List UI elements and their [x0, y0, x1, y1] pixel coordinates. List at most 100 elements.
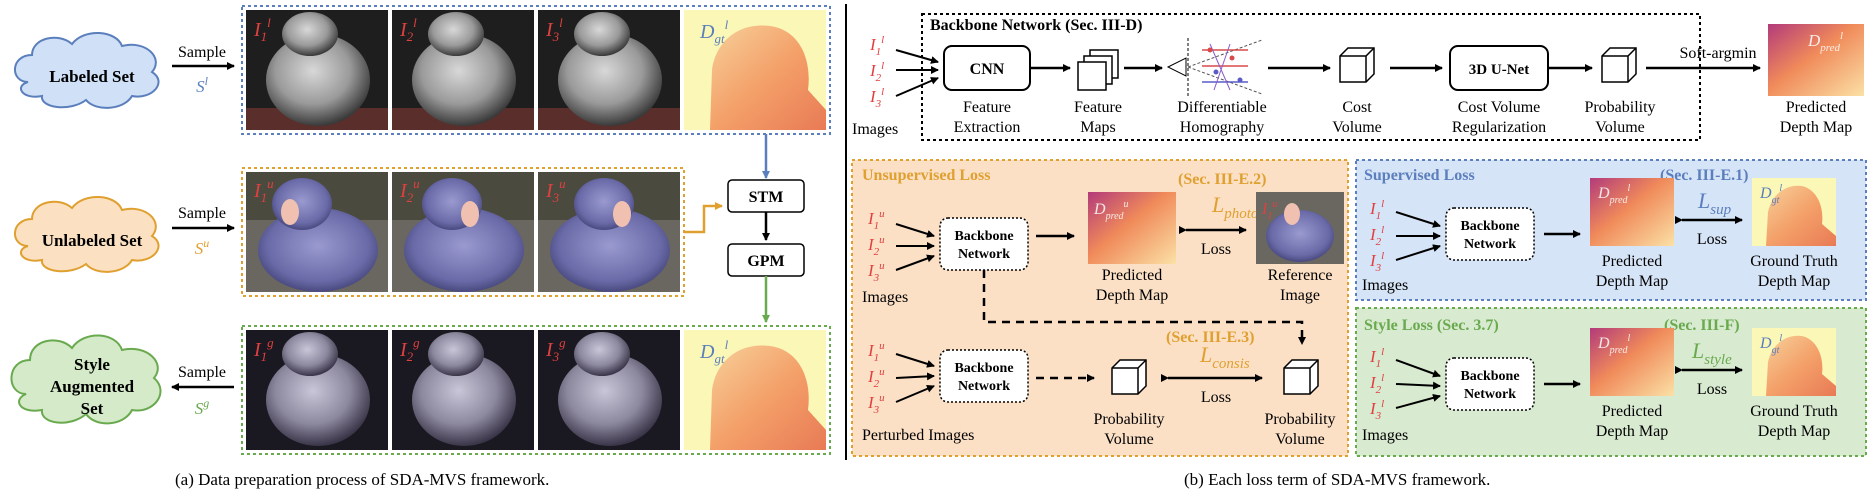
- svg-text:Depth Map: Depth Map: [1758, 423, 1830, 440]
- svg-text:Depth Map: Depth Map: [1780, 119, 1852, 136]
- svg-text:(Sec. III-E.2): (Sec. III-E.2): [1178, 171, 1266, 188]
- svg-text:Sg: Sg: [195, 396, 210, 418]
- svg-text:Images: Images: [1362, 427, 1408, 444]
- svg-text:Probability: Probability: [1093, 411, 1164, 428]
- svg-text:Predicted: Predicted: [1102, 267, 1162, 284]
- svg-text:Predicted: Predicted: [1602, 253, 1662, 270]
- backbone-network-box: Backbone Network (Sec. III-D) I1l I2l I3…: [852, 13, 1701, 141]
- svg-text:I1u: I1u: [867, 340, 885, 364]
- svg-text:Volume: Volume: [1104, 431, 1153, 448]
- svg-text:I2u: I2u: [867, 366, 885, 390]
- svg-text:Regularization: Regularization: [1452, 119, 1546, 136]
- svg-text:Images: Images: [852, 121, 898, 138]
- svg-text:Predicted: Predicted: [1786, 99, 1846, 116]
- svg-text:Maps: Maps: [1080, 119, 1116, 136]
- svg-text:Sample: Sample: [178, 364, 226, 381]
- svg-text:I1l: I1l: [869, 34, 884, 58]
- svg-text:Probability: Probability: [1264, 411, 1335, 428]
- svg-text:I3l: I3l: [1369, 398, 1384, 422]
- labeled-set-label: Labeled Set: [49, 67, 135, 86]
- svg-text:Dpredl: Dpredl: [1597, 333, 1631, 356]
- svg-text:Images: Images: [1362, 277, 1408, 294]
- gt-depth-style: Dgtl: [1752, 328, 1836, 396]
- style-image-3: [538, 330, 680, 450]
- unsupervised-loss-panel: Unsupervised Loss (Sec. III-E.2) I1u I2u…: [851, 159, 1349, 457]
- svg-text:Depth Map: Depth Map: [1596, 273, 1668, 290]
- svg-text:Sample: Sample: [178, 205, 226, 222]
- svg-text:Probability: Probability: [1584, 99, 1655, 116]
- svg-text:Sample: Sample: [178, 44, 226, 61]
- svg-text:Backbone: Backbone: [954, 229, 1013, 244]
- svg-text:Network: Network: [958, 379, 1010, 394]
- svg-text:Loss: Loss: [1201, 241, 1231, 258]
- svg-text:I2l: I2l: [399, 15, 417, 44]
- svg-text:I1u: I1u: [1261, 199, 1277, 222]
- unlabeled-image-3: [538, 172, 680, 292]
- svg-text:Cost Volume: Cost Volume: [1458, 99, 1541, 116]
- svg-text:(Sec. III-E.3): (Sec. III-E.3): [1166, 329, 1254, 346]
- svg-text:I3l: I3l: [1369, 250, 1384, 274]
- svg-text:Depth Map: Depth Map: [1758, 273, 1830, 290]
- svg-text:GPM: GPM: [747, 253, 784, 270]
- svg-text:I1l: I1l: [1369, 346, 1384, 370]
- svg-text:Network: Network: [1464, 387, 1516, 402]
- labeled-set-cloud: Labeled Set: [14, 31, 160, 109]
- svg-text:I2g: I2g: [399, 335, 420, 364]
- svg-text:Homography: Homography: [1180, 119, 1264, 136]
- unlabeled-image-1: [246, 172, 388, 292]
- svg-text:Ground Truth: Ground Truth: [1750, 253, 1838, 270]
- svg-text:Dgtl: Dgtl: [1759, 183, 1782, 206]
- svg-text:Feature: Feature: [1074, 99, 1122, 116]
- svg-text:Depth Map: Depth Map: [1596, 423, 1668, 440]
- style-set-line-3: Set: [81, 399, 104, 418]
- labeled-depth-gt: [684, 10, 826, 130]
- svg-text:(Sec. III-E.1): (Sec. III-E.1): [1660, 167, 1748, 184]
- svg-text:Loss: Loss: [1201, 389, 1231, 406]
- caption-a: (a) Data preparation process of SDA-MVS …: [175, 470, 549, 489]
- svg-text:Depth Map: Depth Map: [1096, 287, 1168, 304]
- svg-text:Lconsis: Lconsis: [1199, 342, 1250, 372]
- svg-text:Differentiable: Differentiable: [1177, 99, 1266, 116]
- probability-volume-icon: [1601, 47, 1637, 83]
- svg-text:I2l: I2l: [1369, 372, 1384, 396]
- prob-volume-perturbed-icon: [1111, 359, 1147, 395]
- supervised-loss-panel: Supervised Loss (Sec. III-E.1) I1l I2l I…: [1355, 159, 1867, 301]
- svg-text:Unsupervised Loss: Unsupervised Loss: [862, 167, 990, 184]
- svg-text:Backbone: Backbone: [1460, 219, 1519, 234]
- predicted-depth-top: Dpredl Predicted Depth Map: [1768, 24, 1864, 136]
- svg-text:Images: Images: [862, 289, 908, 306]
- unlabeled-set-cloud: Unlabeled Set: [14, 195, 160, 273]
- style-loss-panel: Style Loss (Sec. 3.7) (Sec. III-F) I1l I…: [1355, 307, 1867, 457]
- svg-text:I3u: I3u: [867, 392, 885, 416]
- svg-text:I3l: I3l: [869, 86, 884, 110]
- svg-text:Cost: Cost: [1342, 99, 1372, 116]
- gt-depth-sup: Dgtl: [1752, 178, 1836, 246]
- svg-text:Ground Truth: Ground Truth: [1750, 403, 1838, 420]
- style-augmented-set-cloud: Style Augmented Set: [10, 334, 162, 425]
- homography-icon: [1166, 38, 1263, 96]
- svg-text:Dgtl: Dgtl: [699, 337, 729, 366]
- style-set-line-1: Style: [74, 355, 110, 374]
- svg-text:I1g: I1g: [253, 335, 274, 364]
- style-depth-gt: [684, 330, 826, 450]
- svg-text:I1u: I1u: [253, 176, 274, 205]
- cost-volume-icon: [1339, 47, 1375, 83]
- svg-text:Dpredl: Dpredl: [1807, 30, 1843, 54]
- svg-text:Dgtl: Dgtl: [699, 17, 729, 46]
- reference-image: I1u: [1256, 192, 1344, 264]
- labeled-image-3: [538, 10, 680, 130]
- svg-text:I2u: I2u: [867, 234, 885, 258]
- svg-text:Volume: Volume: [1275, 431, 1324, 448]
- svg-text:Dpredu: Dpredu: [1093, 199, 1129, 222]
- svg-text:Dgtl: Dgtl: [1759, 333, 1782, 356]
- unlabeled-image-2: [392, 172, 534, 292]
- svg-text:Extraction: Extraction: [954, 119, 1021, 136]
- svg-text:Su: Su: [195, 236, 210, 258]
- svg-text:Lsup: Lsup: [1697, 188, 1732, 218]
- svg-text:CNN: CNN: [970, 61, 1005, 78]
- style-image-2: [392, 330, 534, 450]
- svg-text:3D U-Net: 3D U-Net: [1469, 62, 1529, 78]
- svg-text:Volume: Volume: [1332, 119, 1381, 136]
- svg-text:Predicted: Predicted: [1602, 403, 1662, 420]
